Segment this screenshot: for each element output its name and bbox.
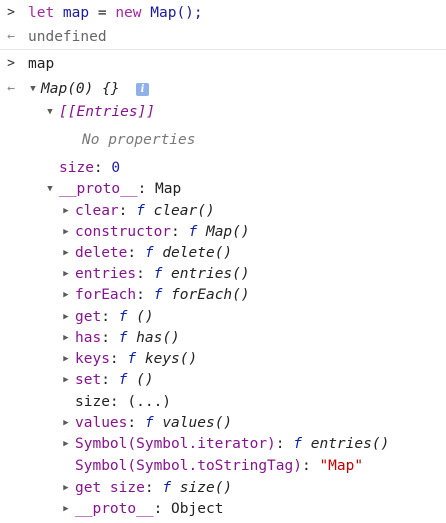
var-name: map bbox=[54, 5, 98, 21]
member-key: keys bbox=[75, 351, 110, 367]
function-glyph: f bbox=[188, 224, 198, 240]
proto-value: Object bbox=[171, 501, 224, 517]
member-key: values bbox=[75, 415, 128, 431]
member-key: Symbol(Symbol.toStringTag) bbox=[75, 458, 302, 474]
collapsed-triangle-icon[interactable]: ▶ bbox=[63, 333, 69, 343]
function-name: entries() bbox=[171, 266, 250, 282]
separator-colon: : bbox=[137, 181, 156, 197]
size-getter-key: size bbox=[75, 394, 110, 410]
entries-label: [[Entries]] bbox=[59, 104, 156, 120]
collapsed-triangle-icon[interactable]: ▶ bbox=[63, 248, 69, 258]
member-key: set bbox=[75, 372, 102, 388]
expanded-triangle-icon[interactable]: ▼ bbox=[47, 184, 53, 194]
collapsed-triangle-icon[interactable]: ▶ bbox=[63, 290, 69, 300]
function-glyph: f bbox=[136, 203, 145, 219]
collapsed-triangle-icon[interactable]: ▶ bbox=[63, 504, 69, 514]
function-name: Map() bbox=[205, 224, 250, 240]
collapsed-triangle-icon[interactable]: ▶ bbox=[63, 375, 69, 385]
proto-key: __proto__ bbox=[59, 181, 138, 197]
separator bbox=[0, 49, 446, 50]
member-key: constructor bbox=[75, 224, 172, 240]
function-name: clear() bbox=[153, 203, 215, 219]
proto-key: __proto__ bbox=[75, 501, 154, 517]
function-name: entries() bbox=[310, 436, 390, 452]
function-name: () bbox=[136, 372, 154, 388]
constructor-call: Map(); bbox=[150, 5, 203, 21]
expanded-triangle-icon[interactable]: ▼ bbox=[30, 84, 36, 94]
member-key: clear bbox=[75, 203, 119, 219]
collapsed-triangle-icon[interactable]: ▶ bbox=[63, 483, 69, 493]
map-summary: Map(0) {} bbox=[41, 81, 120, 97]
input-code[interactable]: let map = new Map(); bbox=[28, 2, 203, 24]
member-key: get bbox=[75, 309, 102, 325]
function-glyph: f bbox=[153, 287, 163, 303]
prompt-icon: > bbox=[7, 5, 15, 20]
size-value: 0 bbox=[111, 160, 121, 176]
size-key: size bbox=[59, 160, 94, 176]
function-glyph: f bbox=[118, 309, 128, 325]
prompt-icon: > bbox=[7, 56, 15, 71]
info-icon[interactable]: i bbox=[136, 83, 149, 96]
function-name: has() bbox=[136, 330, 180, 346]
function-glyph: f bbox=[144, 245, 154, 261]
separator-colon: : bbox=[93, 160, 112, 176]
proto-value: Map bbox=[155, 181, 182, 197]
member-key: forEach bbox=[75, 287, 137, 303]
output-undefined: undefined bbox=[28, 29, 107, 45]
collapsed-triangle-icon[interactable]: ▶ bbox=[63, 206, 69, 216]
size-getter-value[interactable]: : (...) bbox=[109, 394, 172, 410]
member-key: entries bbox=[75, 266, 137, 282]
collapsed-triangle-icon[interactable]: ▶ bbox=[63, 312, 69, 322]
collapsed-triangle-icon[interactable]: ▶ bbox=[63, 354, 69, 364]
function-name: forEach() bbox=[171, 287, 250, 303]
result-arrow-icon: ← bbox=[7, 81, 15, 96]
function-glyph: f bbox=[153, 266, 163, 282]
function-glyph: f bbox=[118, 372, 128, 388]
member-key: delete bbox=[75, 245, 128, 261]
no-properties-text: No properties bbox=[82, 132, 196, 148]
equals: = bbox=[97, 5, 107, 21]
keyword-let: let bbox=[28, 5, 55, 21]
separator-colon: : bbox=[153, 501, 172, 517]
collapsed-triangle-icon[interactable]: ▶ bbox=[63, 439, 69, 449]
member-key: Symbol(Symbol.iterator) bbox=[75, 436, 276, 452]
function-name: values() bbox=[162, 415, 233, 431]
member-key: get size bbox=[75, 480, 145, 496]
result-arrow-icon: ← bbox=[7, 29, 15, 44]
collapsed-triangle-icon[interactable]: ▶ bbox=[63, 227, 69, 237]
string-value: "Map" bbox=[319, 458, 364, 474]
function-name: delete() bbox=[162, 245, 233, 261]
function-glyph: f bbox=[144, 415, 154, 431]
member-key: has bbox=[75, 330, 102, 346]
function-name: () bbox=[136, 309, 154, 325]
function-glyph: f bbox=[127, 351, 137, 367]
input-map[interactable]: map bbox=[28, 56, 55, 72]
keyword-new: new bbox=[106, 5, 151, 21]
expanded-triangle-icon[interactable]: ▼ bbox=[47, 107, 53, 117]
function-name: keys() bbox=[144, 351, 198, 367]
separator-colon: : bbox=[301, 458, 320, 474]
function-glyph: f bbox=[293, 436, 302, 452]
collapsed-triangle-icon[interactable]: ▶ bbox=[63, 269, 69, 279]
function-glyph: f bbox=[162, 480, 172, 496]
function-name: size() bbox=[179, 480, 233, 496]
function-glyph: f bbox=[118, 330, 128, 346]
collapsed-triangle-icon[interactable]: ▶ bbox=[63, 418, 69, 428]
